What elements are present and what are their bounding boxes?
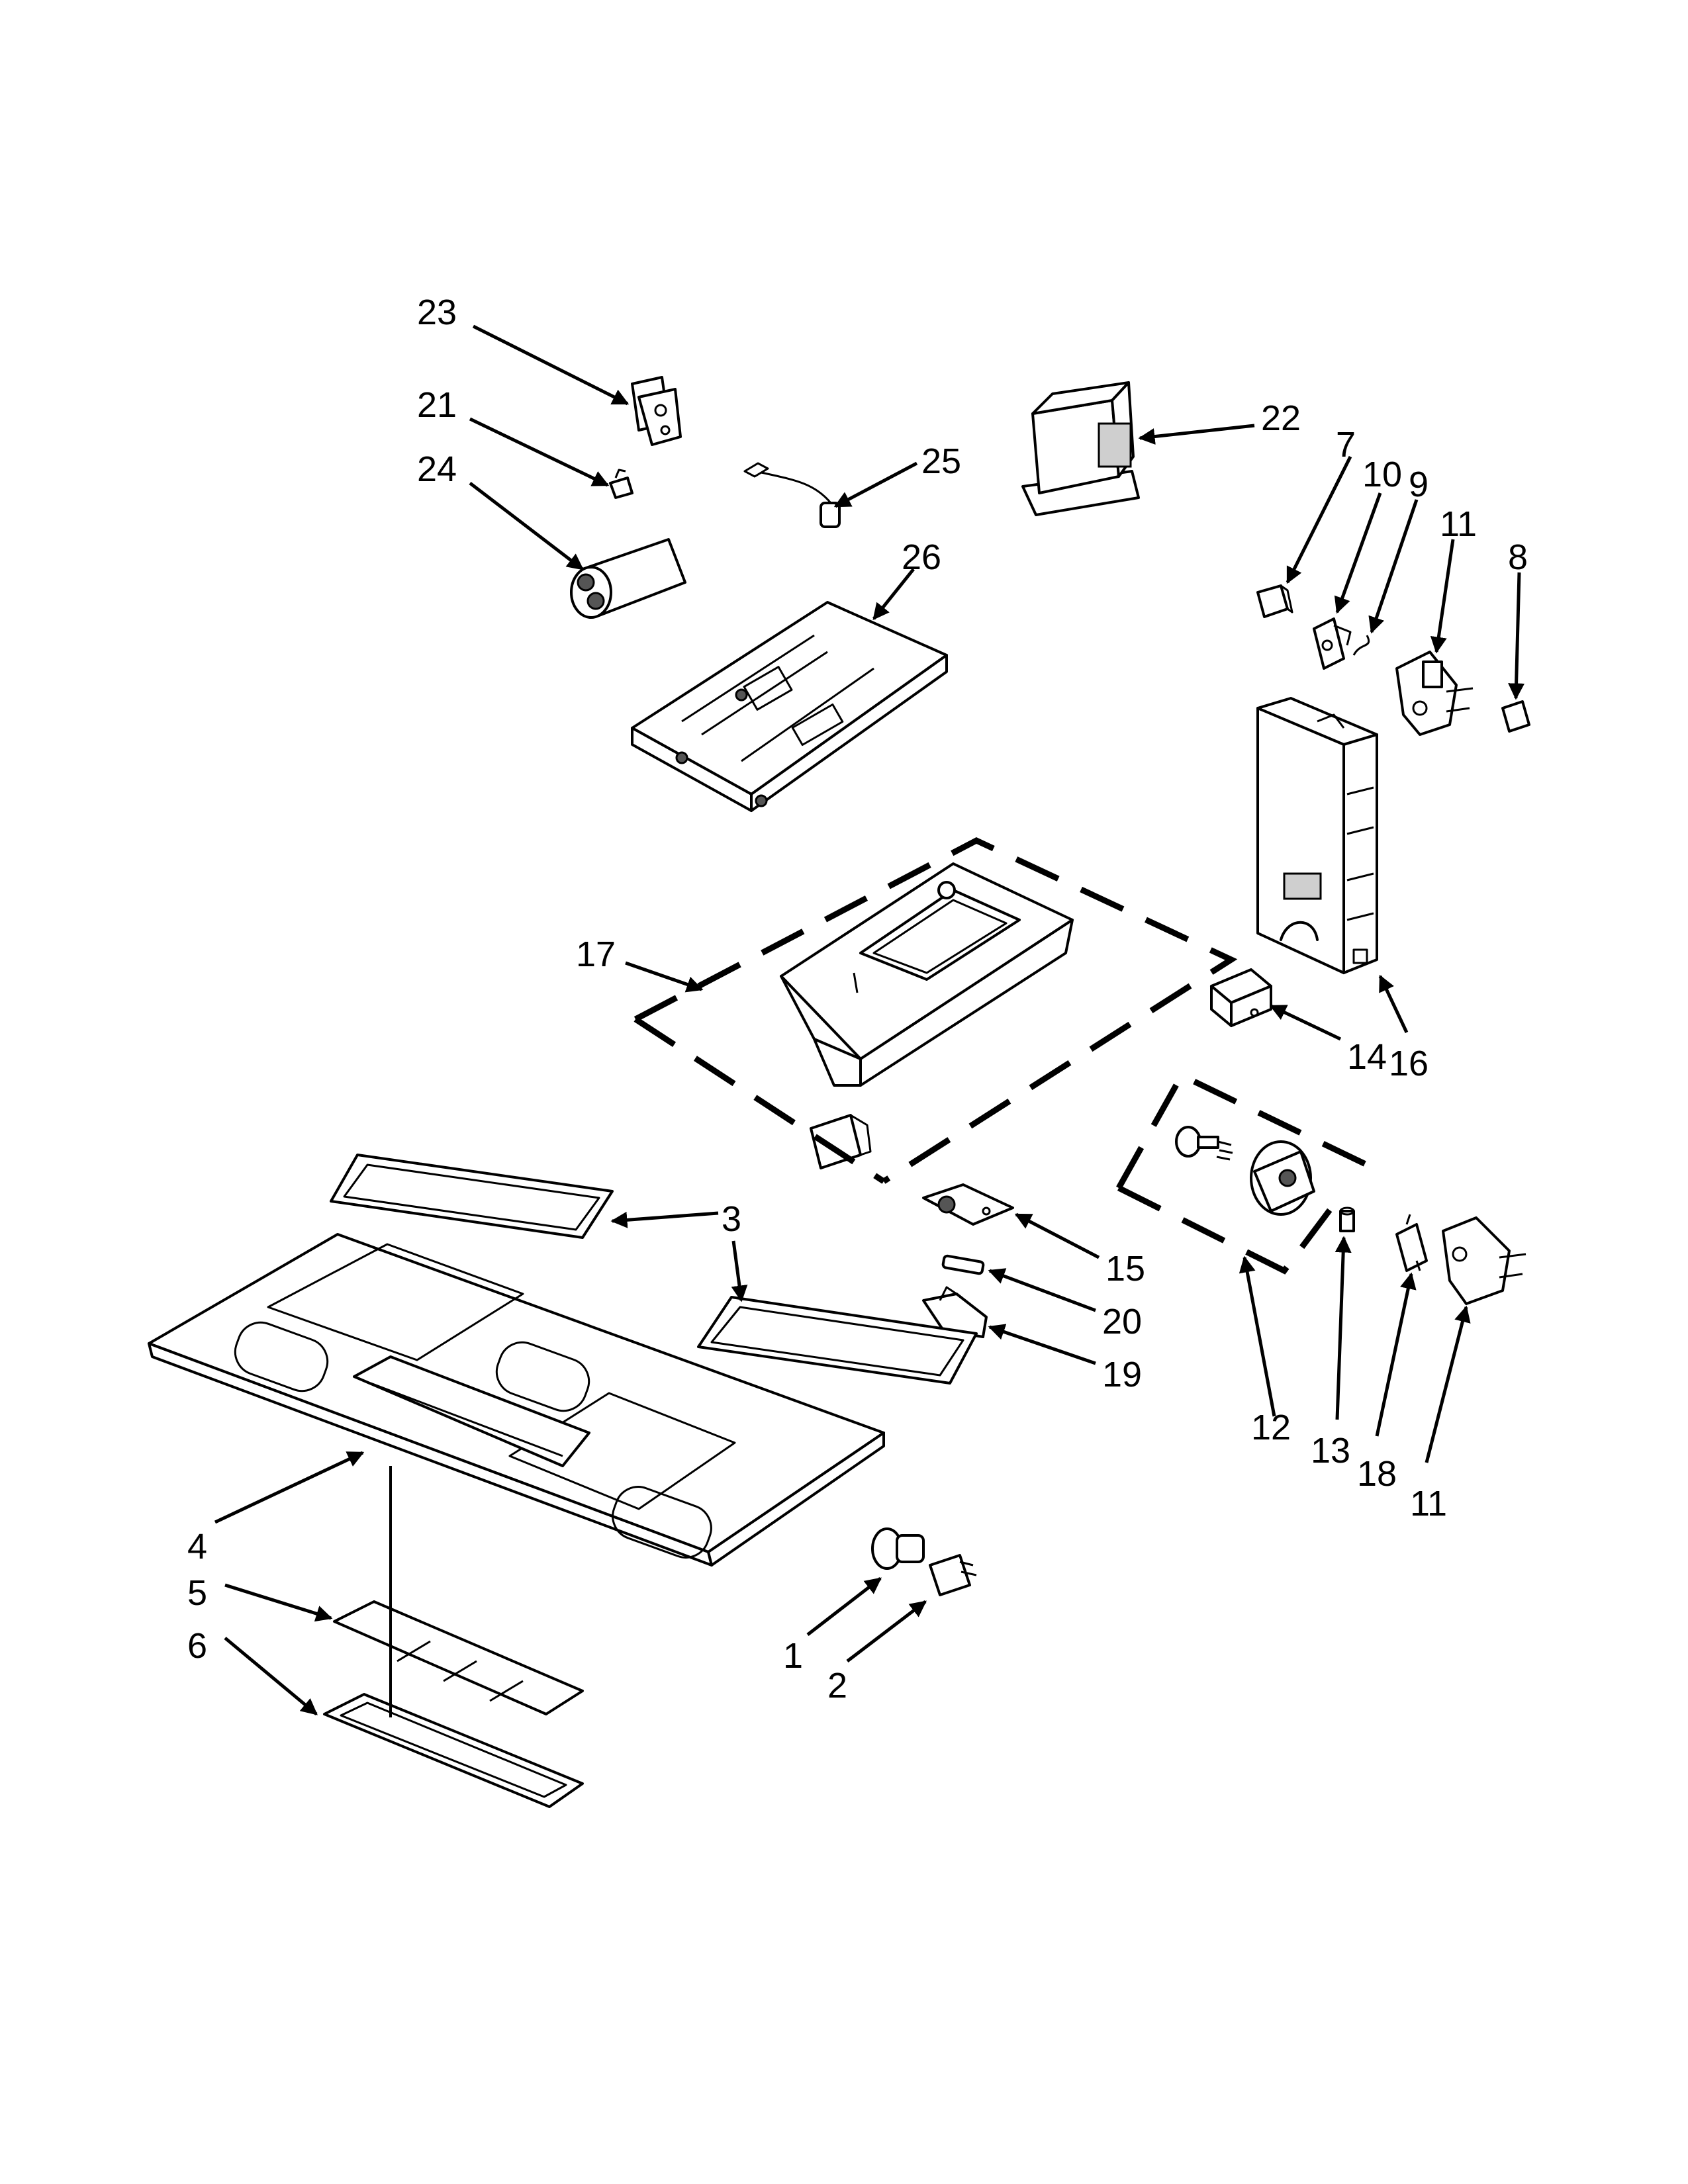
- part-17-fan-scroll: [780, 862, 1074, 1087]
- callout-20: 20: [1102, 1302, 1142, 1342]
- callout-11-lower: 11: [1410, 1484, 1447, 1524]
- callout-18: 18: [1357, 1454, 1397, 1494]
- callout-3: 3: [722, 1199, 741, 1239]
- callout-21: 21: [417, 385, 457, 425]
- callout-11-upper: 11: [1440, 504, 1477, 544]
- group-outline-12: [1116, 1071, 1368, 1275]
- part-2-lamp-socket: [929, 1554, 977, 1596]
- callout-labels: 23 21 24 25 22 26 7 10 9 11 8 16 14 17 3…: [187, 293, 1528, 1706]
- callout-13: 13: [1311, 1431, 1350, 1471]
- callout-14: 14: [1347, 1037, 1387, 1077]
- callout-2: 2: [827, 1666, 847, 1706]
- part-11-interlock-bracket-upper: [1395, 651, 1474, 736]
- callout-7: 7: [1336, 425, 1356, 465]
- part-19-holder: [922, 1286, 988, 1338]
- part-3-filter-right: [697, 1296, 978, 1385]
- callout-23: 23: [417, 293, 457, 332]
- part-7-switch: [1256, 584, 1293, 618]
- group-outline-17: [633, 837, 1238, 1184]
- part-21-clip: [609, 469, 633, 499]
- part-13-fuse-holder: [1339, 1206, 1355, 1232]
- callout-12: 12: [1251, 1408, 1291, 1447]
- part-5-lens: [333, 1600, 584, 1715]
- part-8-switch: [1501, 700, 1530, 733]
- part-4-bottom-plate: [148, 1233, 885, 1567]
- part-3-filter-left: [330, 1154, 614, 1239]
- callout-17: 17: [576, 934, 616, 974]
- leader-lines: [214, 324, 1525, 1717]
- callout-25: 25: [921, 441, 961, 481]
- callout-22: 22: [1261, 398, 1301, 438]
- part-14-box: [1210, 968, 1272, 1027]
- callout-16: 16: [1389, 1044, 1429, 1083]
- part-26-mounting-plate: [631, 601, 948, 812]
- part-15-plate: [922, 1183, 1014, 1226]
- callout-10: 10: [1362, 455, 1402, 494]
- callout-6: 6: [187, 1626, 207, 1666]
- part-1-lamp: [871, 1527, 925, 1570]
- part-10-latch: [1313, 617, 1352, 670]
- callout-9: 9: [1409, 465, 1429, 504]
- callout-8: 8: [1508, 537, 1528, 577]
- part-23-bracket: [631, 376, 682, 446]
- part-20-resistor: [941, 1254, 985, 1275]
- part-12-motor-assembly: [1175, 1126, 1315, 1216]
- part-18-switch: [1395, 1214, 1428, 1272]
- part-24-capacitor: [570, 538, 686, 619]
- callout-5: 5: [187, 1573, 207, 1613]
- callout-1: 1: [783, 1636, 803, 1676]
- part-11-interlock-bracket-lower: [1442, 1216, 1526, 1305]
- callout-24: 24: [417, 449, 457, 489]
- part-25-fuse-wire: [743, 462, 841, 528]
- part-16-duct: [1256, 697, 1378, 974]
- part-6-lens-frame: [323, 1693, 584, 1808]
- part-22-transformer: [1021, 381, 1140, 516]
- callout-15: 15: [1105, 1249, 1145, 1289]
- callout-19: 19: [1102, 1355, 1142, 1394]
- part-9-spring: [1352, 635, 1370, 656]
- callout-26: 26: [902, 537, 941, 577]
- callout-4: 4: [187, 1527, 207, 1567]
